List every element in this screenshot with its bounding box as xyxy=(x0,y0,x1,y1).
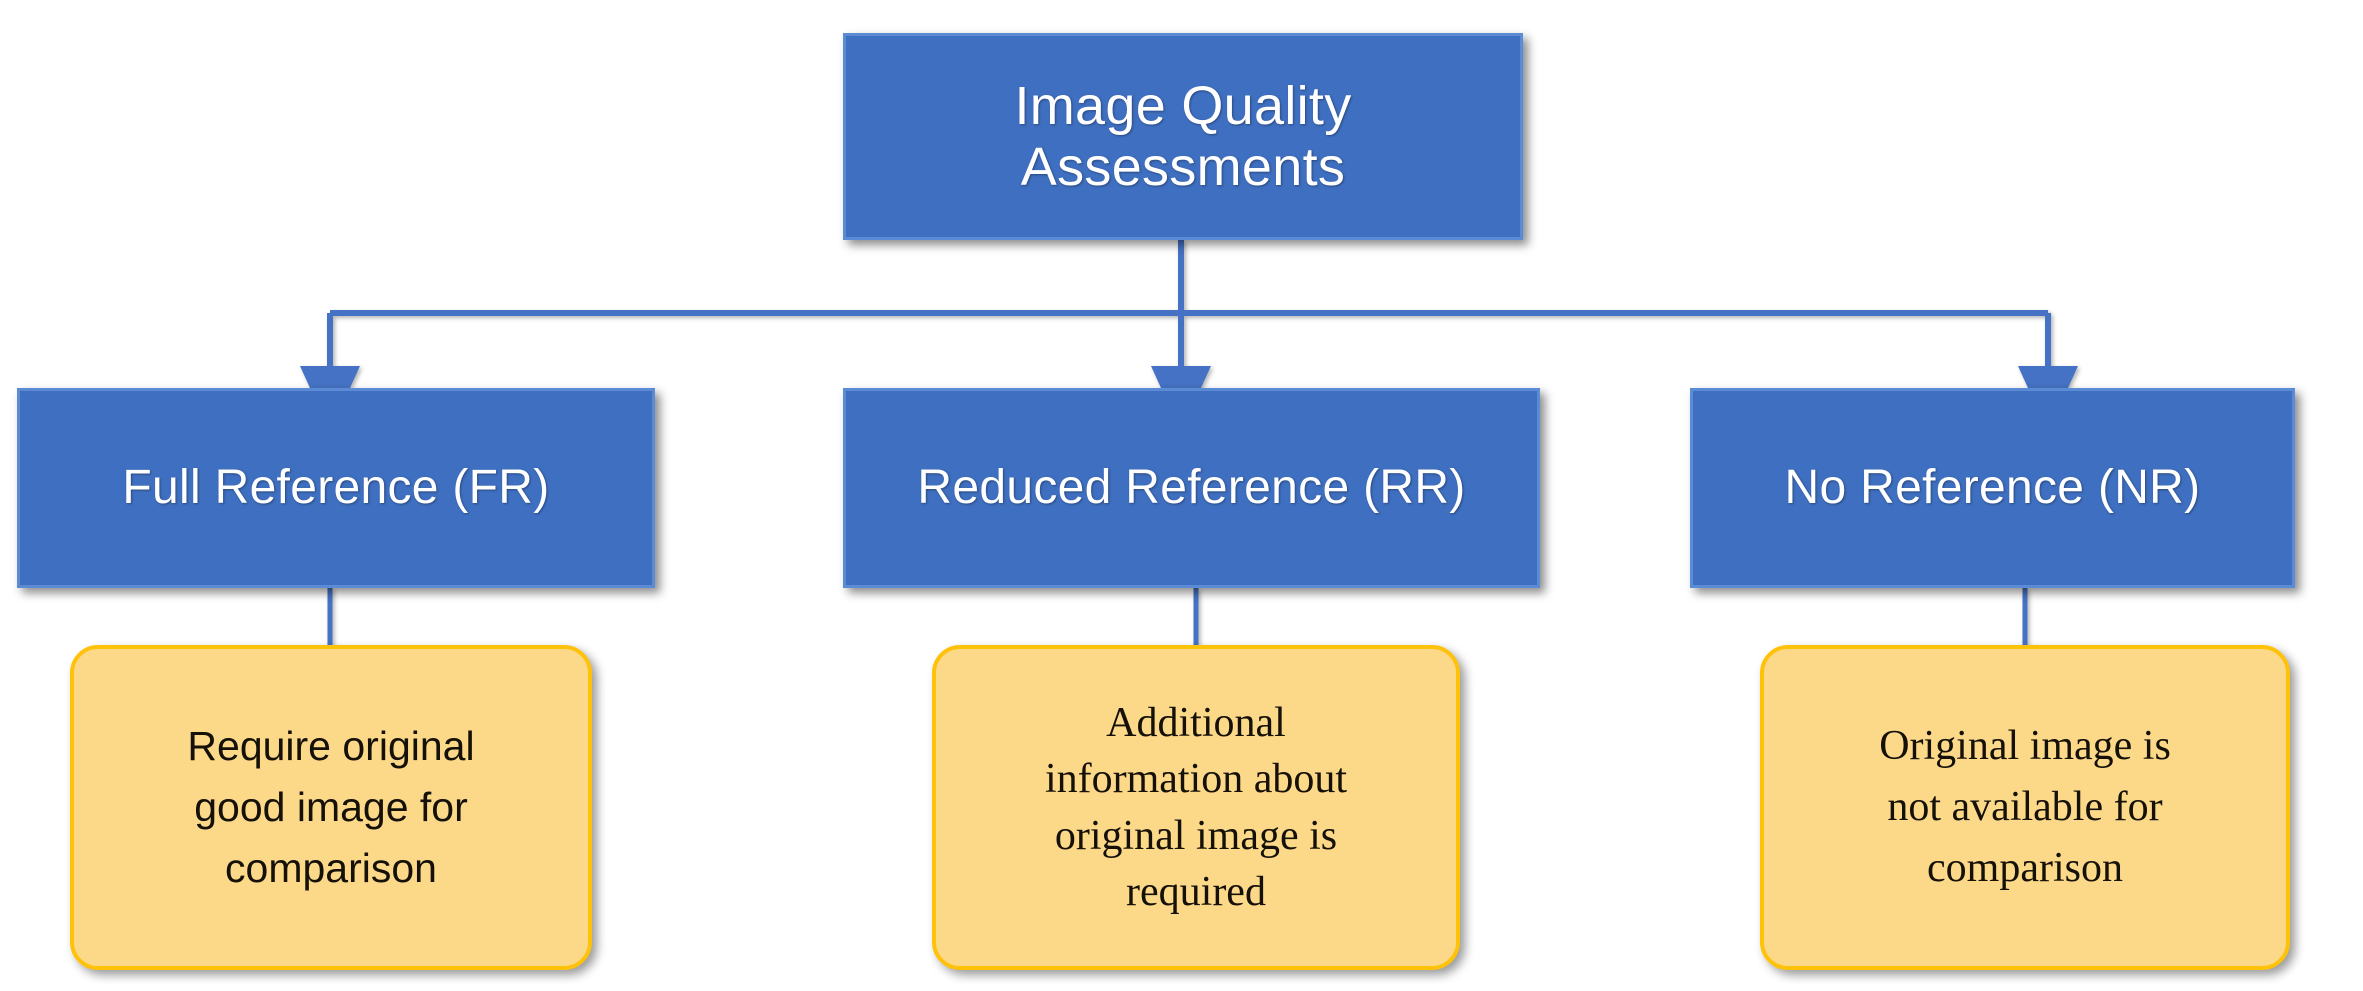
node-reduced-reference-description: Additional information about original im… xyxy=(932,645,1460,970)
node-no-reference: No Reference (NR) xyxy=(1690,388,2295,588)
node-label-full-reference-description: Require original good image for comparis… xyxy=(187,723,475,891)
node-label-root: Image Quality Assessments xyxy=(1014,76,1352,197)
node-reduced-reference: Reduced Reference (RR) xyxy=(843,388,1540,588)
node-full-reference: Full Reference (FR) xyxy=(17,388,655,588)
node-label-no-reference-description: Original image is not available for comp… xyxy=(1879,723,2171,891)
node-label-no-reference: No Reference (NR) xyxy=(1784,461,2201,515)
node-full-reference-description: Require original good image for comparis… xyxy=(70,645,592,970)
node-no-reference-description: Original image is not available for comp… xyxy=(1760,645,2290,970)
node-label-full-reference: Full Reference (FR) xyxy=(122,461,550,515)
node-label-reduced-reference: Reduced Reference (RR) xyxy=(917,461,1466,515)
node-image-quality-assessments: Image Quality Assessments xyxy=(843,33,1523,240)
node-label-reduced-reference-description: Additional information about original im… xyxy=(1044,699,1348,915)
